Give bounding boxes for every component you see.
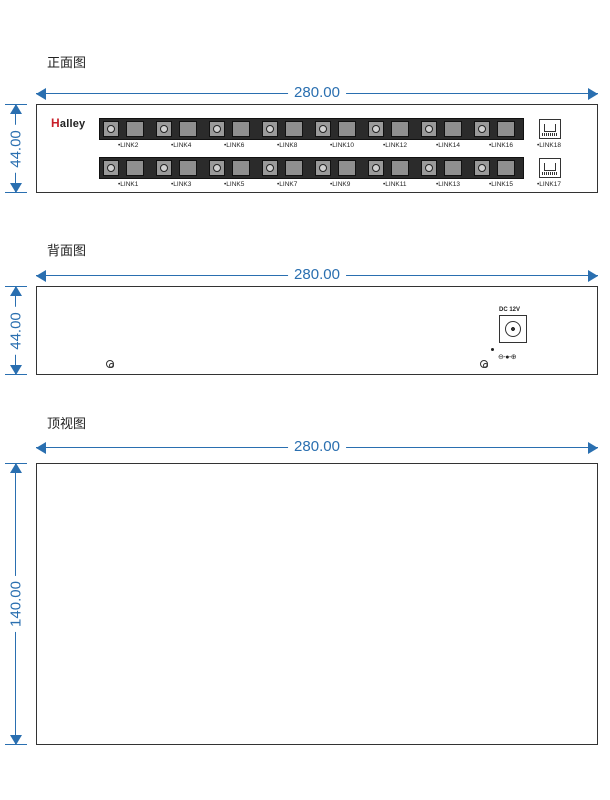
rj45-port-link17[interactable] (539, 158, 561, 178)
logo-initial: H (51, 116, 60, 130)
port-label: •LINK11 (383, 181, 407, 188)
port-label: •LINK14 (436, 142, 460, 149)
port-label: •LINK8 (277, 142, 298, 149)
fiber-port-link9[interactable] (315, 160, 331, 176)
back-panel: DC 12V ⊖-●-⊕ (36, 286, 598, 375)
fiber-port-link3[interactable] (156, 160, 172, 176)
ground-screw-right-icon (480, 360, 488, 368)
port-label: •LINK13 (436, 181, 460, 188)
sfp-port-link9[interactable] (338, 160, 356, 176)
sfp-port-link15[interactable] (497, 160, 515, 176)
back-width-label: 280.00 (288, 265, 346, 285)
top-width-dimension: 280.00 (36, 437, 598, 457)
fiber-port-link10[interactable] (315, 121, 331, 137)
back-view-title: 背面图 (47, 244, 87, 259)
port-label: •LINK7 (277, 181, 298, 188)
sfp-port-link13[interactable] (444, 160, 462, 176)
port-label: •LINK15 (489, 181, 513, 188)
halley-logo: Halley (51, 116, 85, 130)
power-indicator-dot (491, 348, 494, 351)
front-width-dimension: 280.00 (36, 83, 598, 103)
sfp-port-link6[interactable] (232, 121, 250, 137)
sfp-port-link7[interactable] (285, 160, 303, 176)
front-view-title: 正面图 (47, 56, 87, 71)
port-label: •LINK6 (224, 142, 245, 149)
sfp-port-link4[interactable] (179, 121, 197, 137)
top-height-label: 140.00 (7, 576, 25, 632)
bottom-port-strip (99, 157, 524, 179)
back-height-dimension: 44.00 (5, 286, 27, 375)
back-height-label: 44.00 (7, 306, 25, 355)
port-label: •LINK12 (383, 142, 407, 149)
front-panel: Halley •LINK18 •LINK17 •LINK2 •LINK4 •LINK… (36, 104, 598, 193)
front-width-label: 280.00 (288, 83, 346, 103)
fiber-port-link7[interactable] (262, 160, 278, 176)
logo-text: alley (59, 118, 86, 130)
ground-screw-left-icon (106, 360, 114, 368)
fiber-port-link12[interactable] (368, 121, 384, 137)
sfp-port-link3[interactable] (179, 160, 197, 176)
link18-label: •LINK18 (537, 142, 561, 149)
fiber-port-link15[interactable] (474, 160, 490, 176)
port-label: •LINK3 (171, 181, 192, 188)
sfp-port-link5[interactable] (232, 160, 250, 176)
fiber-port-link14[interactable] (421, 121, 437, 137)
port-label: •LINK4 (171, 142, 192, 149)
sfp-port-link8[interactable] (285, 121, 303, 137)
fiber-port-link11[interactable] (368, 160, 384, 176)
top-panel (36, 463, 598, 745)
top-height-dimension: 140.00 (5, 463, 27, 745)
dc-label: DC 12V (499, 307, 521, 313)
fiber-port-link6[interactable] (209, 121, 225, 137)
sfp-port-link1[interactable] (126, 160, 144, 176)
fiber-port-link5[interactable] (209, 160, 225, 176)
sfp-port-link11[interactable] (391, 160, 409, 176)
sfp-port-link14[interactable] (444, 121, 462, 137)
fiber-port-link13[interactable] (421, 160, 437, 176)
sfp-port-link2[interactable] (126, 121, 144, 137)
link17-label: •LINK17 (537, 181, 561, 188)
dc-power-jack[interactable] (499, 315, 527, 343)
front-height-dimension: 44.00 (5, 104, 27, 193)
polarity-symbol: ⊖-●-⊕ (498, 354, 517, 361)
sfp-port-link12[interactable] (391, 121, 409, 137)
fiber-port-link2[interactable] (103, 121, 119, 137)
port-label: •LINK10 (330, 142, 354, 149)
port-label: •LINK2 (118, 142, 139, 149)
front-height-label: 44.00 (7, 124, 25, 173)
top-width-label: 280.00 (288, 437, 346, 457)
fiber-port-link16[interactable] (474, 121, 490, 137)
sfp-port-link16[interactable] (497, 121, 515, 137)
sfp-port-link10[interactable] (338, 121, 356, 137)
rj45-port-link18[interactable] (539, 119, 561, 139)
port-label: •LINK1 (118, 181, 139, 188)
port-label: •LINK5 (224, 181, 245, 188)
fiber-port-link4[interactable] (156, 121, 172, 137)
top-port-strip (99, 118, 524, 140)
fiber-port-link1[interactable] (103, 160, 119, 176)
back-width-dimension: 280.00 (36, 265, 598, 285)
top-view-title: 顶视图 (47, 417, 87, 432)
fiber-port-link8[interactable] (262, 121, 278, 137)
port-label: •LINK16 (489, 142, 513, 149)
port-label: •LINK9 (330, 181, 351, 188)
